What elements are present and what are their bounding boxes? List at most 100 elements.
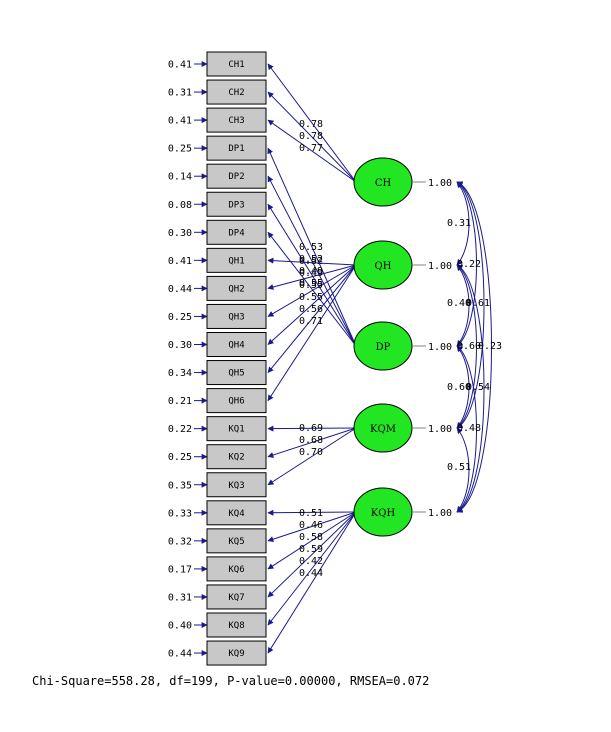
error-variance: 0.14 [168, 172, 192, 183]
error-variance: 0.21 [168, 396, 192, 407]
latent-label: CH [375, 178, 392, 189]
observed-label: KQ6 [228, 565, 244, 575]
loading-arrow [267, 119, 357, 183]
error-variance: 0.08 [168, 200, 192, 211]
loading-arrow [267, 427, 357, 458]
loading-value: 0.70 [299, 447, 323, 458]
correlation-value: 0.51 [447, 462, 471, 473]
observed-label: KQ5 [228, 537, 244, 547]
observed-label: KQ3 [228, 481, 244, 491]
latent-variance: 1.00 [428, 342, 452, 353]
loading-value: 0.78 [299, 131, 323, 142]
observed-box [206, 303, 267, 329]
observed-box [206, 612, 267, 638]
observed-box [206, 472, 267, 498]
loading-arrow [267, 511, 357, 626]
correlation-value: 0.61 [466, 298, 490, 309]
latent-variance: 1.00 [428, 261, 452, 272]
loading-value: 0.42 [299, 556, 323, 567]
loading-arrow [267, 147, 357, 347]
error-variance: 0.41 [168, 256, 192, 267]
loading-value: 0.71 [299, 316, 323, 327]
error-variance: 0.34 [168, 368, 192, 379]
observed-box [206, 556, 267, 582]
path-diagram: 0.41 0.31 0.41 0.25 0.14 0.08 0.30 0.41 0.44 0.25… [168, 51, 502, 666]
loading-value: 0.49 [299, 266, 323, 277]
observed-label: KQ1 [228, 425, 244, 435]
loading-value: 0.77 [299, 143, 323, 154]
latent-label: KQH [371, 508, 396, 519]
observed-label: CH1 [228, 60, 244, 70]
error-variance: 0.31 [168, 88, 192, 99]
error-terms: 0.41 0.31 0.41 0.25 0.14 0.08 0.30 0.41 0.44 0.25… [168, 60, 208, 660]
loading-value: 0.55 [299, 292, 323, 303]
latent-label: KQM [370, 424, 396, 435]
loading-arrow [267, 511, 357, 570]
observed-box [206, 79, 267, 105]
loading-arrow [267, 264, 357, 374]
correlation-arc [456, 345, 477, 513]
loading-value: 0.52 [299, 254, 323, 265]
latent-label: QH [375, 261, 392, 272]
loading-arrow [267, 264, 357, 290]
observed-label: CH3 [228, 116, 244, 126]
observed-label: QH3 [228, 312, 244, 322]
correlation-arc [456, 264, 485, 513]
observed-box [206, 135, 267, 161]
observed-label: KQ8 [228, 621, 244, 631]
observed-box [206, 191, 267, 217]
factor-correlations: 0.310.400.220.600.610.230.510.480.540.60 [447, 181, 502, 513]
loading-value: 0.78 [299, 119, 323, 130]
loading-arrow [267, 511, 357, 543]
error-variance: 0.41 [168, 60, 192, 71]
loading-arrow [267, 511, 357, 598]
observed-box [206, 51, 267, 77]
loading-value: 0.55 [299, 278, 323, 289]
error-variance: 0.22 [168, 424, 192, 435]
error-variance: 0.31 [168, 592, 192, 603]
observed-box [206, 500, 267, 526]
error-variance: 0.25 [168, 452, 192, 463]
loading-value: 0.53 [299, 242, 323, 253]
observed-label: DP3 [228, 200, 244, 210]
loading-arrow [267, 264, 357, 317]
latent-label: DP [376, 342, 391, 353]
error-variance: 0.17 [168, 564, 192, 575]
error-variance: 0.41 [168, 116, 192, 127]
observed-label: KQ9 [228, 649, 244, 659]
loading-arrow [267, 511, 357, 654]
observed-label: DP4 [228, 228, 244, 238]
observed-box [206, 444, 267, 470]
loading-value: 0.56 [299, 304, 323, 315]
correlation-arc [456, 264, 477, 429]
loading-arrow [267, 509, 357, 516]
correlation-arc [456, 181, 485, 429]
observed-variables: CH1CH2CH3DP1DP2DP3DP4QH1QH2QH3QH4QH5QH6K… [206, 51, 267, 666]
error-variance: 0.30 [168, 340, 192, 351]
correlation-value: 0.48 [457, 423, 481, 434]
observed-label: QH5 [228, 369, 244, 379]
correlation-value: 0.60 [457, 341, 481, 352]
observed-box [206, 416, 267, 442]
error-variance: 0.33 [168, 508, 192, 519]
latent-variance: 1.00 [428, 178, 452, 189]
latent-variance: 1.00 [428, 508, 452, 519]
observed-label: DP1 [228, 144, 244, 154]
loading-value: 0.59 [299, 544, 323, 555]
factor-loadings: 0.780.780.770.520.490.550.550.560.710.53… [267, 63, 357, 654]
loading-value: 0.46 [299, 520, 323, 531]
error-variance: 0.44 [168, 649, 192, 660]
observed-box [206, 275, 267, 301]
observed-label: QH1 [228, 256, 244, 266]
correlation-value: 0.60 [447, 382, 471, 393]
loading-arrow [267, 427, 357, 486]
loading-value: 0.44 [299, 568, 323, 579]
observed-label: KQ4 [228, 509, 244, 519]
correlation-value: 0.40 [447, 298, 471, 309]
observed-box [206, 528, 267, 554]
error-variance: 0.35 [168, 480, 192, 491]
loading-value: 0.58 [299, 532, 323, 543]
loading-value: 0.69 [299, 423, 323, 434]
error-variance: 0.25 [168, 312, 192, 323]
observed-label: QH4 [228, 341, 244, 351]
